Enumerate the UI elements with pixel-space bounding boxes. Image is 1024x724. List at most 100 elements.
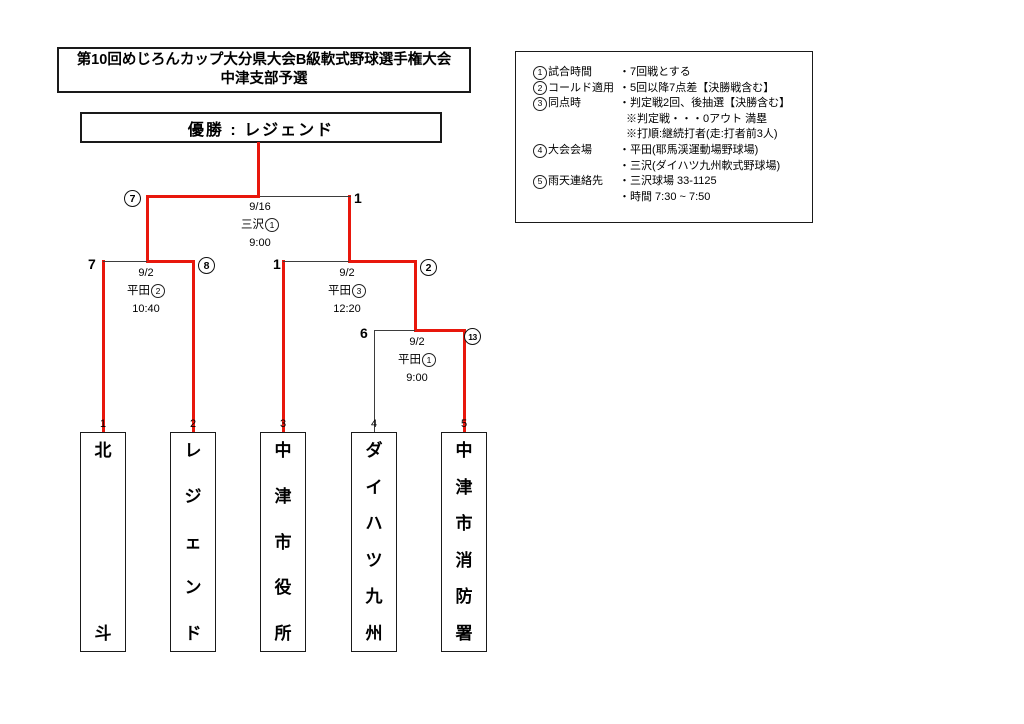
champion-box: 優勝 : レジェンド bbox=[80, 112, 442, 143]
rule-text: ・7回戦とする bbox=[619, 66, 691, 78]
team2-vertical-line bbox=[192, 260, 195, 434]
final-left-score-circled: 7 bbox=[124, 190, 141, 207]
final-horizontal-left-line bbox=[146, 195, 260, 198]
round1-match-info: 9/2 平田 1 9:00 bbox=[372, 333, 462, 387]
rule-text: ・5回以降7点差【決勝戦含む】 bbox=[619, 81, 775, 94]
circled-number-icon: 4 bbox=[533, 143, 547, 158]
team-name-char: ン bbox=[184, 578, 202, 598]
team-seed-number: 5 bbox=[460, 418, 468, 430]
team-seed-number: 2 bbox=[189, 418, 197, 430]
team-entry: 4 ダイハツ九州 bbox=[351, 417, 397, 652]
champion-stem-line bbox=[257, 142, 260, 198]
rule-text: ・判定戦2回、後抽選【決勝含む】 bbox=[619, 97, 791, 110]
team-name-char: ド bbox=[184, 624, 202, 643]
rule-text: ・時間 7:30 ~ 7:50 bbox=[619, 190, 711, 203]
round1-game-number: 1 bbox=[422, 353, 436, 367]
team4-vertical-line bbox=[374, 330, 375, 434]
final-left-vertical-line bbox=[146, 195, 149, 263]
team-name-char: 署 bbox=[455, 623, 473, 643]
team-name-char: イ bbox=[365, 477, 383, 497]
final-horizontal-right-line bbox=[260, 196, 351, 197]
rule-row: ・時間 7:30 ~ 7:50 bbox=[533, 190, 812, 206]
title-line-2: 中津支部予選 bbox=[220, 71, 308, 87]
tournament-title: 第10回めじろんカップ大分県大会B級軟式野球選手権大会 中津支部予選 bbox=[57, 47, 471, 93]
team-name-char: 津 bbox=[455, 477, 473, 497]
final-right-vertical-line bbox=[348, 195, 351, 263]
semiright-venue: 平田 3 bbox=[302, 282, 392, 300]
team-name-char: ジ bbox=[184, 486, 202, 506]
team-box: 中津市消防署 bbox=[441, 432, 487, 652]
semileft-right-score-circled: 8 bbox=[198, 257, 215, 274]
rule-label bbox=[533, 190, 619, 206]
team-name-char: レ bbox=[184, 441, 202, 460]
semileft-time: 10:40 bbox=[132, 303, 160, 315]
team-seed-number: 3 bbox=[279, 418, 287, 430]
rule-label bbox=[533, 159, 619, 175]
team-entry: 1 北斗 bbox=[80, 417, 126, 652]
team-seed-number: 1 bbox=[99, 418, 107, 430]
semileft-horizontal-right-line bbox=[146, 260, 195, 263]
semiright-right-score-circled: 2 bbox=[420, 259, 437, 276]
round1-horizontal-right-line bbox=[414, 329, 466, 332]
semiright-horizontal-left-line bbox=[283, 261, 349, 262]
team-name-char: 中 bbox=[274, 441, 292, 460]
round1-right-score-circled: 13 bbox=[464, 328, 481, 345]
rule-text: ※判定戦・・・0アウト 満塁 bbox=[626, 112, 768, 125]
semiright-time: 12:20 bbox=[333, 303, 361, 315]
team-name-char: 市 bbox=[455, 514, 473, 534]
team-name-char: 防 bbox=[455, 587, 473, 607]
circled-number-icon: 3 bbox=[533, 96, 547, 111]
round1-time: 9:00 bbox=[406, 372, 428, 384]
team5-vertical-line bbox=[463, 329, 466, 434]
rule-text: ・平田(耶馬渓運動場野球場) bbox=[619, 143, 759, 156]
team-entry: 3 中津市役所 bbox=[260, 417, 306, 652]
semiright-match-info: 9/2 平田 3 12:20 bbox=[302, 264, 392, 318]
final-date: 9/16 bbox=[249, 201, 271, 213]
team-box: 北斗 bbox=[80, 432, 126, 652]
rule-text: ・三沢(ダイハツ九州軟式野球場) bbox=[619, 159, 781, 172]
circled-number-icon: 5 bbox=[533, 174, 547, 189]
team-name-char: ダ bbox=[365, 441, 383, 460]
final-game-number: 1 bbox=[265, 218, 279, 232]
final-time: 9:00 bbox=[249, 237, 271, 249]
circled-number-icon: 1 bbox=[533, 65, 547, 80]
team-name-char: ハ bbox=[365, 514, 383, 534]
team-box: レジェンド bbox=[170, 432, 216, 652]
title-line-1: 第10回めじろんカップ大分県大会B級軟式野球選手権大会 bbox=[76, 52, 452, 68]
team-box: ダイハツ九州 bbox=[351, 432, 397, 652]
team-name-char: 消 bbox=[455, 550, 473, 570]
semileft-venue: 平田 2 bbox=[101, 282, 191, 300]
semiright-left-score: 1 bbox=[273, 256, 281, 272]
semiright-game-number: 3 bbox=[352, 284, 366, 298]
team-name-char: 所 bbox=[274, 624, 292, 643]
round1-date: 9/2 bbox=[409, 336, 425, 348]
team-name-char: ツ bbox=[365, 550, 383, 570]
semileft-left-score: 7 bbox=[88, 256, 96, 272]
semiright-date: 9/2 bbox=[339, 267, 355, 279]
team1-vertical-line bbox=[102, 260, 105, 434]
semileft-game-number: 2 bbox=[151, 284, 165, 298]
semileft-match-info: 9/2 平田 2 10:40 bbox=[101, 264, 191, 318]
rule-row: ※判定戦・・・0アウト 満塁 bbox=[533, 112, 812, 128]
team-name-char: 役 bbox=[274, 578, 292, 598]
semileft-date: 9/2 bbox=[138, 267, 154, 279]
team-name-char: 斗 bbox=[94, 624, 112, 643]
team-seed-number: 4 bbox=[370, 418, 378, 430]
rule-row: ・三沢(ダイハツ九州軟式野球場) bbox=[533, 159, 812, 175]
champion-text: 優勝 : レジェンド bbox=[187, 121, 335, 139]
round1-venue: 平田 1 bbox=[372, 351, 462, 369]
round1-left-score: 6 bbox=[360, 325, 368, 341]
team-name-char: 津 bbox=[274, 486, 292, 506]
semileft-horizontal-left-line bbox=[103, 261, 147, 262]
